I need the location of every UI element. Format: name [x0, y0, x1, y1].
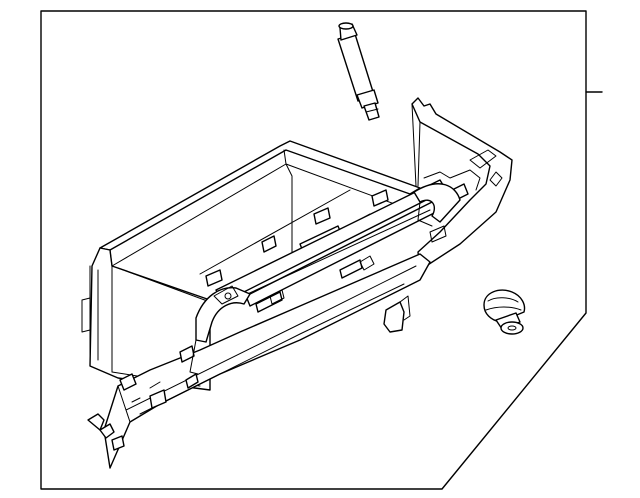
right-side-bracket [411, 97, 513, 271]
diagram-frame [40, 10, 587, 490]
glove-box-assembly[interactable] [81, 97, 513, 469]
damper-strap [413, 183, 461, 223]
bumper-stop[interactable] [483, 289, 526, 335]
bin-side-panel [111, 163, 293, 373]
latch-arm [195, 287, 251, 343]
hinge-post [383, 301, 405, 333]
lamp-bulb[interactable] [337, 22, 380, 121]
lid-outer-face [103, 253, 431, 469]
